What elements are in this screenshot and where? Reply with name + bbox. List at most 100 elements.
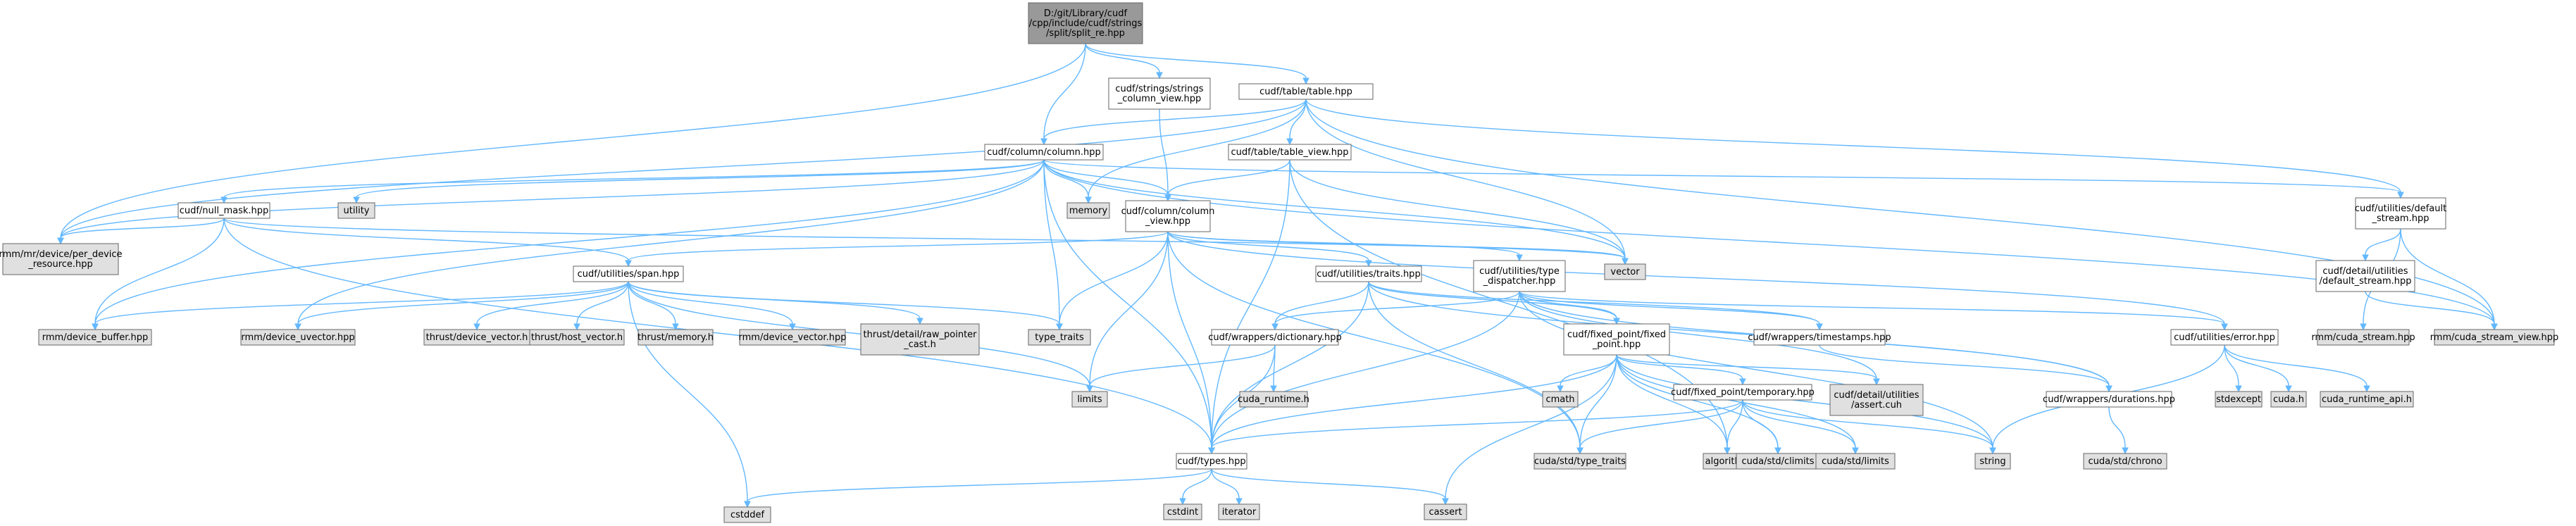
edge-line: [1616, 354, 1728, 449]
edge-line: [1616, 354, 1856, 449]
edge-column-to-device-buffer: [92, 159, 1045, 331]
node-box: [2215, 391, 2263, 408]
node-label: cuda_runtime.h: [1238, 394, 1309, 405]
node-dictionary[interactable]: cudf/wrappers/dictionary.hpp: [1208, 329, 1342, 346]
node-null-mask[interactable]: cudf/null_mask.hpp: [178, 202, 270, 219]
node-fixed-point[interactable]: cudf/fixed_point/fixed_point.hpp: [1563, 323, 1670, 356]
node-box: [1125, 200, 1211, 232]
node-label: cudf/utilities/default: [2355, 203, 2446, 214]
edge-line: [1289, 159, 1626, 259]
node-box: [1673, 384, 1812, 401]
node-box: [2320, 391, 2414, 408]
node-box: [2434, 329, 2555, 346]
node-label: rmm/device_buffer.hpp: [42, 332, 149, 343]
edge-line: [223, 218, 1212, 449]
edge-line: [476, 281, 629, 325]
node-traits[interactable]: cudf/utilities/traits.hpp: [1315, 265, 1422, 282]
edge-arrowhead: [473, 323, 480, 331]
edge-arrowhead: [1622, 258, 1629, 265]
node-type-dispatcher[interactable]: cudf/utilities/type_dispatcher.hpp: [1473, 260, 1566, 292]
node-temporary[interactable]: cudf/fixed_point/temporary.hpp: [1671, 384, 1815, 401]
edge-line: [628, 231, 1169, 261]
edge-detail-default-stream-to-cuda-stream-view: [2365, 291, 2498, 331]
node-error[interactable]: cudf/utilities/error.hpp: [2170, 329, 2279, 346]
edge-arrowhead: [1270, 385, 1277, 393]
node-box: [723, 506, 771, 523]
node-default-stream[interactable]: cudf/utilities/default_stream.hpp: [2355, 197, 2446, 230]
edge-root-to-strings-column-view: [1085, 43, 1163, 80]
node-detail-default-stream[interactable]: cudf/detail/utilities/default_stream.hpp: [2315, 260, 2415, 292]
node-vector: vector: [1604, 263, 1646, 280]
node-label: cudf/utilities/error.hpp: [2174, 332, 2275, 343]
edge-line: [60, 218, 225, 239]
edge-temporary-to-cuda-std-climits: [1742, 399, 1781, 455]
edge-arrowhead: [2363, 385, 2370, 393]
edge-line: [1519, 291, 1820, 325]
edge-column-view-to-traits: [1167, 231, 1372, 268]
node-label: /split/split_re.hpp: [1046, 28, 1125, 39]
edge-arrowhead: [1873, 378, 1880, 386]
edge-column-to-utility: [353, 159, 1045, 204]
edge-column-to-type-traits: [1043, 159, 1063, 331]
edge-default-stream-to-detail-default-stream: [2362, 228, 2401, 262]
edge-type-dispatcher-to-dictionary: [1271, 291, 1520, 331]
node-string: string: [1974, 453, 2011, 470]
edge-arrowhead: [1852, 447, 1859, 455]
node-type-traits: type_traits: [1028, 329, 1091, 346]
edge-line: [1043, 43, 1086, 139]
edge-line: [1519, 291, 1617, 319]
node-raw-pointer-cast: thrust/detail/raw_pointer_cast.h: [860, 323, 980, 356]
node-label: stdexcept: [2216, 394, 2261, 405]
edge-arrowhead: [2105, 385, 2113, 393]
node-label: rmm/cuda_stream_view.hpp: [2430, 332, 2559, 343]
edge-line: [1085, 43, 1160, 73]
edge-arrowhead: [220, 196, 228, 204]
node-box: [1071, 391, 1108, 408]
node-label: utility: [344, 206, 370, 216]
node-label: cudf/utilities/span.hpp: [578, 269, 680, 280]
edge-fixed-point-to-assert-cuh: [1616, 354, 1880, 386]
node-durations[interactable]: cudf/wrappers/durations.hpp: [2043, 391, 2175, 408]
node-label: thrust/detail/raw_pointer: [863, 330, 977, 340]
node-box: [2317, 329, 2410, 346]
edge-fixed-point-to-temporary: [1616, 354, 1746, 386]
node-cstddef: cstddef: [723, 506, 771, 523]
node-label: type_traits: [1035, 332, 1084, 343]
edge-line: [1089, 344, 1276, 387]
node-timestamps[interactable]: cudf/wrappers/timestamps.hpp: [1748, 329, 1891, 346]
node-types[interactable]: cudf/types.hpp: [1176, 453, 1247, 470]
edge-arrowhead: [573, 323, 580, 331]
edge-line: [1211, 281, 1369, 449]
node-table[interactable]: cudf/table/table.hpp: [1238, 83, 1374, 100]
node-column[interactable]: cudf/column/column.hpp: [984, 144, 1104, 161]
node-strings-column-view[interactable]: cudf/strings/strings_column_view.hpp: [1108, 77, 1211, 110]
node-label: rmm/device_uvector.hpp: [241, 332, 354, 343]
edge-column-to-default-stream: [1043, 159, 2404, 199]
edge-line: [1211, 354, 1617, 449]
node-box: [860, 323, 980, 356]
node-column-view[interactable]: cudf/column/column_view.hpp: [1121, 200, 1215, 232]
edge-types-to-iterator: [1211, 468, 1243, 506]
edge-arrowhead: [1086, 385, 1093, 393]
node-label: cuda/std/type_traits: [1534, 456, 1626, 467]
edge-line: [223, 159, 1045, 198]
node-box: [1163, 503, 1202, 520]
edge-line: [1445, 354, 1617, 499]
edge-line: [1043, 159, 2495, 325]
node-device-buffer: rmm/device_buffer.hpp: [38, 329, 152, 346]
node-table-view[interactable]: cudf/table/table_view.hpp: [1228, 144, 1352, 161]
edge-line: [223, 218, 629, 261]
node-label: cassert: [1429, 507, 1462, 518]
edge-arrowhead: [1236, 498, 1243, 506]
edge-column-to-null-mask: [220, 159, 1045, 204]
edge-column-to-cuda-stream-view: [1043, 159, 2498, 331]
edge-arrowhead: [1302, 77, 1309, 85]
edge-table-view-to-column-view: [1164, 159, 1290, 202]
node-label: cudf/table/table.hpp: [1259, 87, 1352, 97]
node-span[interactable]: cudf/utilities/span.hpp: [573, 265, 684, 282]
edge-arrowhead: [1085, 196, 1092, 204]
edge-line: [628, 281, 748, 502]
edge-line: [1085, 43, 1307, 79]
edge-line: [2365, 228, 2401, 256]
node-label: _view.hpp: [1145, 216, 1190, 227]
